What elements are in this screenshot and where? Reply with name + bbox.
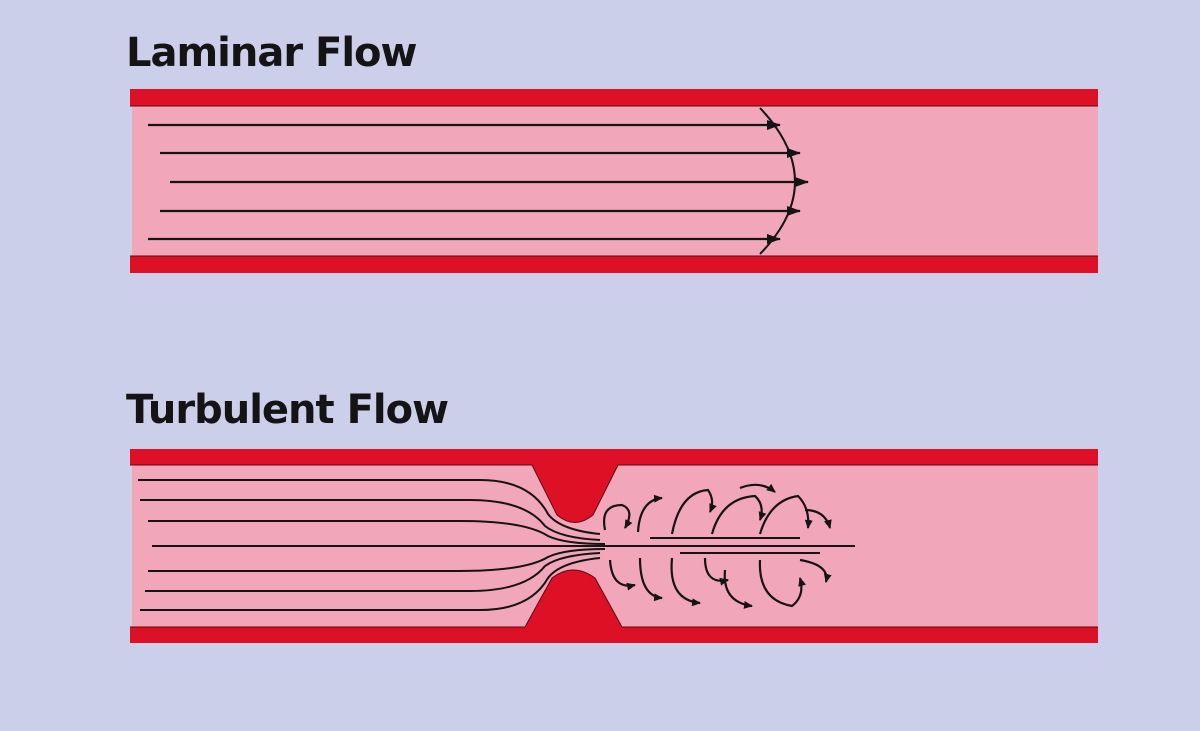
eddy-arrow xyxy=(670,488,717,535)
turbulent-flow-line xyxy=(145,552,601,592)
laminar-top-wall xyxy=(130,89,1098,106)
turbulent-flow-line xyxy=(148,548,606,572)
eddy-arrow xyxy=(603,503,633,531)
turbulent-eddies xyxy=(603,483,832,609)
turbulent-flow-title: Turbulent Flow xyxy=(126,387,449,433)
eddy-arrow xyxy=(608,559,636,591)
turbulent-flow-line xyxy=(138,479,601,535)
turbulent-flow-line xyxy=(140,499,601,541)
laminar-flow-title: Laminar Flow xyxy=(126,30,417,76)
eddy-arrow xyxy=(638,557,663,602)
laminar-bottom-wall xyxy=(130,256,1098,273)
laminar-flow-lines xyxy=(148,107,809,255)
eddy-arrow xyxy=(670,557,701,607)
eddy-arrow xyxy=(758,494,813,535)
turbulent-flow-line xyxy=(148,520,606,545)
eddy-arrow xyxy=(636,494,663,533)
eddy-arrow xyxy=(710,494,767,535)
laminar-velocity-profile xyxy=(759,107,796,255)
turbulent-flow-lines xyxy=(138,479,855,611)
eddy-arrow xyxy=(799,558,832,583)
eddy-arrow xyxy=(804,508,832,529)
turbulent-bottom-wall xyxy=(130,570,1098,643)
eddy-arrow xyxy=(758,559,806,608)
eddy-arrow xyxy=(723,569,753,609)
turbulent-top-wall xyxy=(130,449,1098,523)
eddy-arrow xyxy=(739,483,776,493)
turbulent-flow-line xyxy=(140,557,601,611)
